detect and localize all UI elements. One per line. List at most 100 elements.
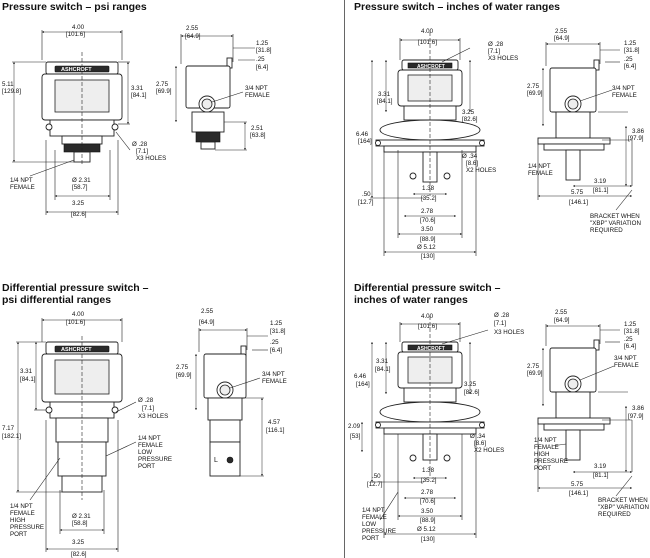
br-high-2: FEMALE <box>534 444 559 451</box>
tr-brand: ASHCROFT <box>417 64 445 70</box>
br-low-2: FEMALE <box>362 514 387 521</box>
tr-h1-mm: [84.1] <box>377 98 393 105</box>
br-m3-val: 1.38 <box>422 467 435 474</box>
bl-base-val: 3.25 <box>72 539 85 546</box>
bl-w-val: 4.00 <box>72 311 85 318</box>
bl-high-1: 1/4 NPT <box>10 503 33 510</box>
br-holes-2: [7.1] <box>494 320 506 327</box>
title-inwater: Pressure switch – inches of water ranges <box>354 1 561 13</box>
bl-s2-mm: [6.4] <box>270 347 282 354</box>
bl-low-5: PORT <box>138 463 155 470</box>
tl-brand: ASHCROFT <box>61 67 92 73</box>
tl-dia-val: Ø 2.31 <box>72 177 91 184</box>
bl-conduit-2: FEMALE <box>262 378 287 385</box>
drawing-bl-side-view <box>195 328 268 477</box>
bl-low-3: LOW <box>138 449 152 456</box>
tl-conduit-2: FEMALE <box>245 92 270 99</box>
drawing-tr-front-view <box>370 32 485 256</box>
bl-s1-mm: [31.8] <box>270 328 286 335</box>
tr-bracket-2: "XBP" VARIATION <box>590 220 641 227</box>
br-tot-mm: [164] <box>356 381 370 388</box>
title-diff-inwater-2: inches of water ranges <box>354 294 468 306</box>
bl-base-mm: [82.6] <box>71 551 87 558</box>
tl-s4-val: 2.51 <box>251 125 264 132</box>
tl-w-val: 4.00 <box>72 24 85 31</box>
tr-s6-mm: [146.1] <box>569 199 588 206</box>
br-m1-2: [8.6] <box>474 440 486 447</box>
tl-s4-mm: [63.8] <box>250 132 266 139</box>
br-s4-mm: [97.9] <box>628 413 644 420</box>
bl-h2-mm: [84.1] <box>20 376 36 383</box>
drawing-br-side-view <box>537 324 633 497</box>
tr-bracket-3: REQUIRED <box>590 227 623 234</box>
tl-h2-mm: [84.1] <box>131 92 147 99</box>
br-m0-val: 2.09 <box>348 423 361 430</box>
tr-m2-val: .50 <box>362 191 371 198</box>
br-high-5: PORT <box>534 465 551 472</box>
bl-brand: ASHCROFT <box>61 347 92 353</box>
bl-h2-val: 3.31 <box>20 368 33 375</box>
tr-s3-mm: [69.9] <box>527 90 543 97</box>
br-bracket-3: REQUIRED <box>598 511 631 518</box>
tr-holes-3: X3 HOLES <box>488 55 518 62</box>
tl-h2-val: 3.31 <box>131 85 144 92</box>
tr-w-val: 4.00 <box>421 28 434 35</box>
title-diff-inwater-1: Differential pressure switch – <box>354 282 501 294</box>
br-m1-1: Ø .34 <box>470 433 486 440</box>
tr-m6-val: Ø 5.12 <box>417 244 436 251</box>
tr-m5-mm: [88.9] <box>420 236 436 243</box>
br-low-4: PRESSURE <box>362 528 396 535</box>
bl-s4-val: 4.57 <box>268 419 281 426</box>
tl-s1-mm: [31.8] <box>256 47 272 54</box>
tr-conduit-2: FEMALE <box>612 92 637 99</box>
tl-npt-1: 1/4 NPT <box>10 177 33 184</box>
tl-s2-mm: [6.4] <box>256 64 268 71</box>
br-s1-mm: [31.8] <box>624 328 640 335</box>
br-m4-val: 2.78 <box>421 489 434 496</box>
br-conduit-2: FEMALE <box>614 362 639 369</box>
bl-dia-mm: [58.8] <box>72 520 88 527</box>
tl-side-w-mm: [64.9] <box>185 33 201 40</box>
bl-holes-1: Ø .28 <box>138 397 154 404</box>
tr-m4-val: 2.78 <box>421 208 434 215</box>
tl-s2-val: .25 <box>256 56 265 63</box>
tr-s1-mm: [31.8] <box>624 47 640 54</box>
br-m0-mm: [53] <box>350 433 361 440</box>
tr-holes-1: Ø .28 <box>488 41 504 48</box>
drawing-bl-front-view <box>16 318 137 552</box>
bl-low-2: FEMALE <box>138 442 163 449</box>
tr-npt-1: 1/4 NPT <box>528 163 551 170</box>
br-high-1: 1/4 NPT <box>534 437 557 444</box>
bl-side-w-mm: [64.9] <box>199 319 215 326</box>
br-side-w-val: 2.55 <box>555 309 568 316</box>
drawing-tr-side-view <box>537 42 633 211</box>
br-s3-val: 2.75 <box>527 363 540 370</box>
br-high-3: HIGH <box>534 451 549 458</box>
br-low-5: PORT <box>362 535 379 542</box>
br-brand: ASHCROFT <box>417 346 445 352</box>
title-psi: Pressure switch – psi ranges <box>2 1 147 13</box>
bl-s3-val: 2.75 <box>176 364 189 371</box>
tr-s5-mm: [81.1] <box>593 187 609 194</box>
tr-h2-val: 3.25 <box>462 109 475 116</box>
br-s5-mm: [81.1] <box>593 472 609 479</box>
br-m3-mm: [35.2] <box>421 477 437 484</box>
br-holes-3: X3 HOLES <box>494 329 524 336</box>
tr-conduit-1: 3/4 NPT <box>612 85 635 92</box>
tr-s6-val: 5.75 <box>571 189 584 196</box>
br-s5-val: 3.19 <box>594 463 607 470</box>
tl-base-val: 3.25 <box>72 200 85 207</box>
tl-h-mm: [129.8] <box>2 88 21 95</box>
drawing-tl-front-view <box>12 30 131 215</box>
bl-high-4: PRESSURE <box>10 524 44 531</box>
bl-side-w-val: 2.55 <box>201 308 214 315</box>
tr-npt-2: FEMALE <box>528 170 553 177</box>
bl-h-val: 7.17 <box>2 425 15 432</box>
br-m4-mm: [70.6] <box>420 498 436 505</box>
br-h2-val: 3.25 <box>464 381 477 388</box>
bl-high-3: HIGH <box>10 517 25 524</box>
tl-w-mm: [101.6] <box>66 31 85 38</box>
tr-m1-3: X2 HOLES <box>466 167 496 174</box>
tr-m4-mm: [70.6] <box>420 217 436 224</box>
tr-m1-1: Ø .34 <box>462 153 478 160</box>
